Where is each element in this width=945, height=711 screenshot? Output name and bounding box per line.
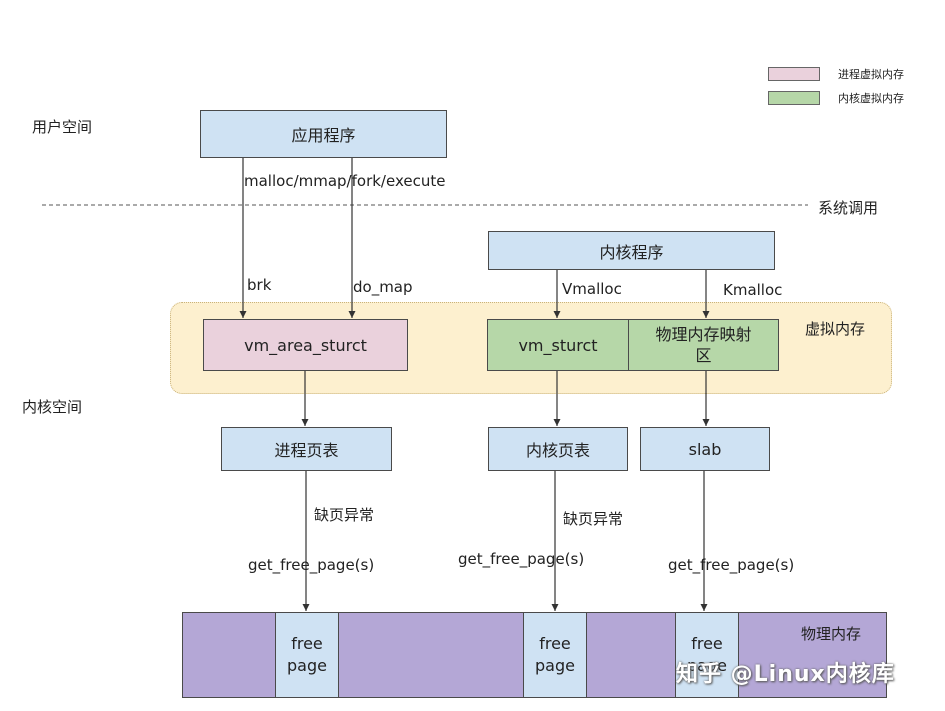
- memory-segment-used: [339, 613, 524, 697]
- vm-sturct-node: vm_sturct: [487, 319, 629, 371]
- kernel-program-node: 内核程序: [488, 231, 775, 270]
- free-page-label-line1: free: [291, 634, 323, 653]
- virtual-memory-label: 虚拟内存: [805, 320, 866, 338]
- free-page-label-line2: page: [687, 656, 727, 675]
- free-page-label-line1: free: [691, 634, 723, 653]
- legend-label-process-vm: 进程虚拟内存: [838, 68, 904, 81]
- vmalloc-label: Vmalloc: [562, 280, 622, 298]
- do-map-label: do_map: [353, 278, 413, 296]
- malloc-calls-label: malloc/mmap/fork/execute: [244, 172, 446, 190]
- page-fault-label-2: 缺页异常: [563, 510, 624, 528]
- free-page-label-line1: free: [539, 634, 571, 653]
- legend-swatch-process-vm: [768, 67, 820, 81]
- memory-segment-used: [739, 613, 886, 697]
- syscall-label: 系统调用: [818, 199, 879, 217]
- physical-memory-label: 物理内存: [801, 625, 862, 643]
- process-page-table-node: 进程页表: [221, 427, 392, 471]
- kmalloc-label: Kmalloc: [723, 281, 783, 299]
- slab-node: slab: [640, 427, 770, 471]
- kernel-page-table-node: 内核页表: [488, 427, 628, 471]
- free-page-label-line2: page: [535, 656, 575, 675]
- memory-segment-free-page: free page: [676, 613, 739, 697]
- get-free-label-1: get_free_page(s): [248, 556, 375, 574]
- brk-label: brk: [247, 276, 272, 294]
- vm-area-node: vm_area_sturct: [203, 319, 408, 371]
- memory-segment-used: [587, 613, 676, 697]
- user-space-label: 用户空间: [32, 118, 93, 136]
- memory-segment-used: [183, 613, 276, 697]
- page-fault-label-1: 缺页异常: [314, 506, 375, 524]
- phys-map-label-line1: 物理内存映射: [655, 325, 752, 344]
- phys-map-node: 物理内存映射 区: [628, 319, 779, 371]
- app-node: 应用程序: [200, 110, 447, 158]
- memory-segment-free-page: free page: [524, 613, 587, 697]
- watermark-text: 知乎 @Linux内核库: [676, 662, 895, 687]
- free-page-label-line2: page: [287, 656, 327, 675]
- physical-memory-strip: free page free page free page: [182, 612, 887, 698]
- legend-swatch-kernel-vm: [768, 91, 820, 105]
- legend-label-kernel-vm: 内核虚拟内存: [838, 92, 904, 105]
- memory-segment-free-page: free page: [276, 613, 339, 697]
- get-free-label-2: get_free_page(s): [458, 550, 585, 568]
- phys-map-label-line2: 区: [695, 346, 712, 365]
- get-free-label-3: get_free_page(s): [668, 556, 795, 574]
- kernel-space-label: 内核空间: [22, 398, 83, 416]
